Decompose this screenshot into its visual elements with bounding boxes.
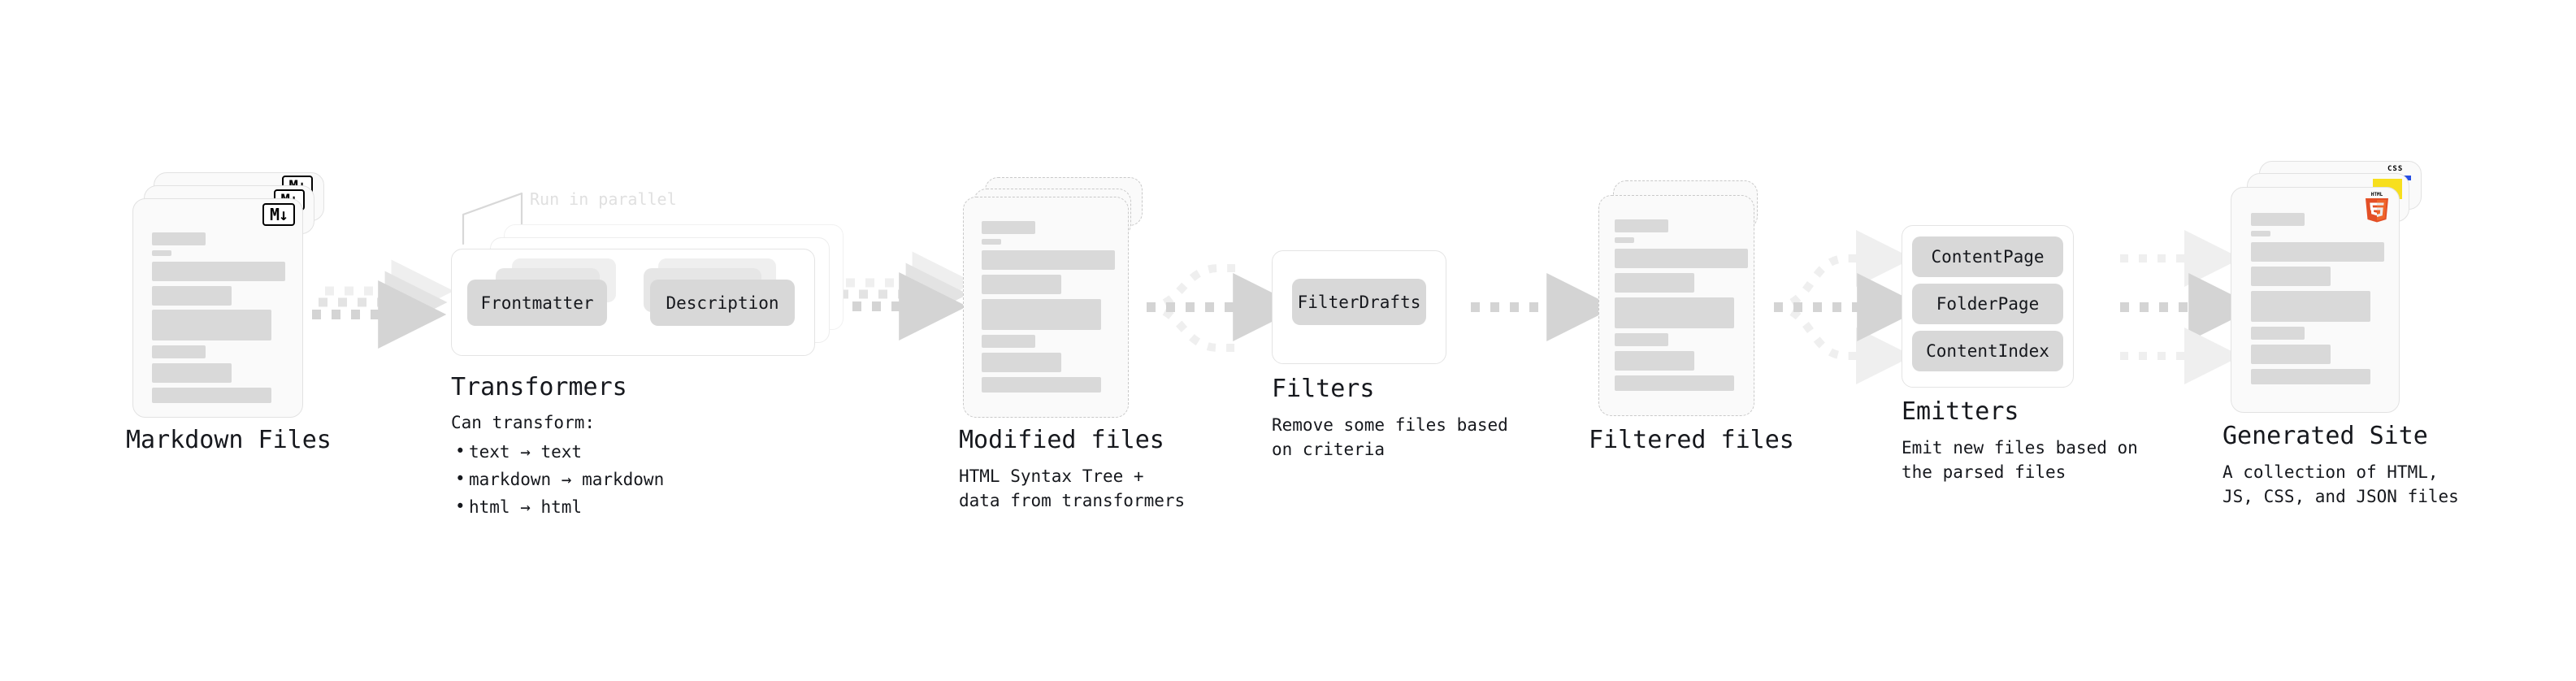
- transformer-pill-description[interactable]: Description: [650, 280, 795, 326]
- bullet-text: markdown → markdown: [469, 469, 665, 489]
- caption-filtered-files: Filtered files: [1589, 427, 1794, 453]
- list-item: • markdown → markdown: [455, 468, 665, 489]
- stage-title: Transformers: [451, 373, 627, 401]
- skeleton-line: [982, 239, 1001, 245]
- stage-title: Filtered files: [1589, 426, 1794, 454]
- skeleton-line: [2251, 327, 2305, 340]
- skeleton-line: [2251, 267, 2331, 286]
- stage-filters: FilterDrafts Filters Remove some files b…: [1272, 0, 1532, 681]
- list-item: • text → text: [455, 440, 583, 462]
- skeleton-line: [1615, 237, 1634, 243]
- emitter-pill-contentpage[interactable]: ContentPage: [1912, 236, 2063, 277]
- emitter-pill-folderpage[interactable]: FolderPage: [1912, 284, 2063, 324]
- markdown-badge-front: M↓: [262, 203, 295, 226]
- css-badge-label: CSS: [2387, 165, 2404, 173]
- bullet-text: text → text: [469, 441, 583, 462]
- skeleton-line: [2251, 291, 2370, 322]
- markdown-file-card-front: [132, 198, 303, 418]
- skeleton-line: [982, 335, 1035, 348]
- filter-pill-filterdrafts[interactable]: FilterDrafts: [1292, 279, 1426, 325]
- skeleton-line: [1615, 219, 1668, 232]
- transformer-bullet-list: • text → text • markdown → markdown • ht…: [451, 438, 664, 521]
- skeleton-line: [1615, 249, 1748, 268]
- stage-title: Markdown Files: [126, 426, 332, 454]
- skeleton-line: [152, 363, 232, 383]
- skeleton-line: [152, 232, 206, 245]
- skeleton-line: [152, 250, 171, 256]
- stage-markdown-files: M↓ M↓ M↓ Markdown Files: [126, 0, 353, 681]
- skeleton-line: [1615, 333, 1668, 346]
- html5-badge: HTML: [2363, 190, 2391, 223]
- stage-transformers: Frontmatter Description Run in parallel …: [451, 0, 857, 681]
- caption-emitters: Emitters Emit new files based on the par…: [1902, 398, 2138, 485]
- stage-title: Generated Site: [2223, 422, 2428, 450]
- caption-generated-site: Generated Site A collection of HTML, JS,…: [2223, 423, 2459, 510]
- skeleton-line: [152, 388, 271, 403]
- stage-generated-site: CSS HTML: [2223, 0, 2515, 681]
- bullet-text: html → html: [469, 497, 583, 517]
- skeleton-line: [982, 250, 1115, 270]
- emitter-pill-contentindex[interactable]: ContentIndex: [1912, 331, 2063, 371]
- skeleton-line: [1615, 297, 1734, 328]
- stage-title: Modified files: [959, 426, 1164, 454]
- stage-title: Filters: [1272, 375, 1375, 403]
- stage-title: Emitters: [1902, 397, 2019, 426]
- list-item: • html → html: [455, 496, 583, 517]
- skeleton-line: [2251, 345, 2331, 364]
- caption-transformers: Transformers Can transform: • text → tex…: [451, 374, 664, 521]
- skeleton-line: [982, 275, 1061, 294]
- caption-filters: Filters Remove some files based on crite…: [1272, 375, 1508, 462]
- skeleton-line: [2251, 242, 2384, 262]
- transformer-pill-frontmatter[interactable]: Frontmatter: [467, 280, 607, 326]
- skeleton-line: [982, 353, 1061, 372]
- skeleton-line: [2251, 369, 2370, 384]
- skeleton-line: [152, 345, 206, 358]
- stage-description: Can transform:: [451, 413, 596, 432]
- stage-description: Emit new files based on the parsed files: [1902, 438, 2138, 482]
- stage-description: HTML Syntax Tree + data from transformer…: [959, 466, 1186, 510]
- stage-description: A collection of HTML, JS, CSS, and JSON …: [2223, 462, 2459, 506]
- html5-icon: HTML: [2366, 192, 2388, 223]
- skeleton-line: [982, 299, 1101, 330]
- skeleton-line: [982, 377, 1101, 393]
- stage-filtered-files: Filtered files: [1589, 0, 1832, 681]
- stage-description: Remove some files based on criteria: [1272, 415, 1508, 459]
- run-in-parallel-label: Run in parallel: [530, 189, 677, 209]
- svg-text:HTML: HTML: [2371, 192, 2383, 197]
- skeleton-line: [2251, 231, 2270, 236]
- caption-modified-files: Modified files HTML Syntax Tree + data f…: [959, 427, 1185, 514]
- caption-markdown-files: Markdown Files: [126, 427, 332, 453]
- skeleton-line: [2251, 213, 2305, 226]
- skeleton-line: [1615, 351, 1694, 371]
- skeleton-line: [152, 286, 232, 306]
- skeleton-line: [1615, 273, 1694, 293]
- skeleton-line: [152, 262, 285, 281]
- skeleton-line: [1615, 375, 1734, 391]
- stage-emitters: ContentPage FolderPage ContentIndex Emit…: [1902, 0, 2170, 681]
- skeleton-line: [152, 310, 271, 340]
- skeleton-line: [982, 221, 1035, 234]
- stage-modified-files: Modified files HTML Syntax Tree + data f…: [959, 0, 1203, 681]
